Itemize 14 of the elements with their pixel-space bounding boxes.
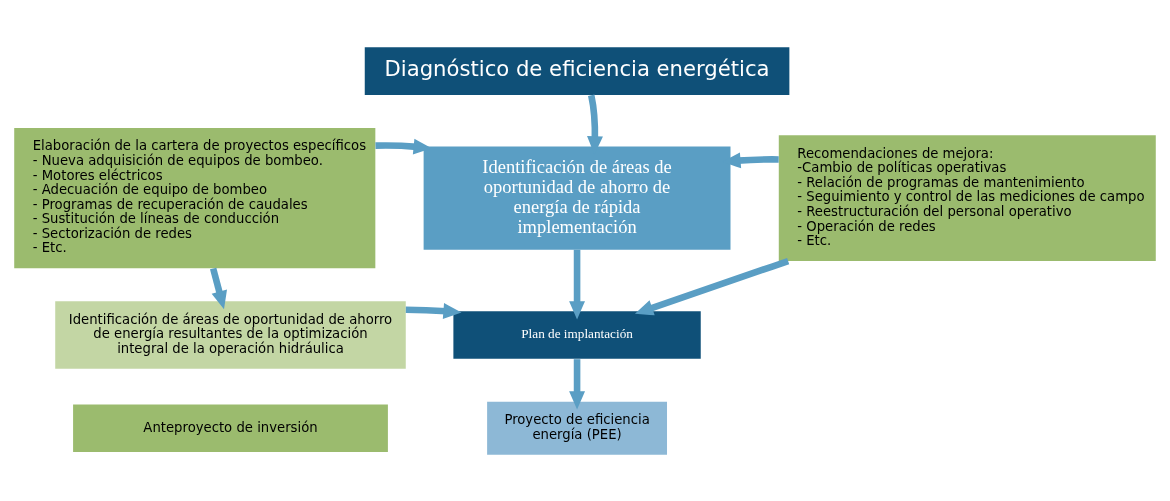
node-box: Identificación de áreas de oportunidad de ahorro de energía de rápida implementación xyxy=(423,146,731,250)
arrow xyxy=(405,302,462,319)
node-box: Elaboración de la cartera de proyectos específicos - Nueva adquisición de equipos de bombeo. - Motores eléctricos - Adecuación de equipo de bombeo - Programas de recuperación de caudales - Sustitución de líneas de conducción - Sectorización de redes - Etc. xyxy=(14,127,376,268)
node-box: Proyecto de eficiencia energía (PEE) xyxy=(487,401,667,455)
node-box: Anteproyecto de inversión xyxy=(73,403,388,452)
node-box: Identificación de áreas de oportunidad de ahorro de energía resultantes de la optimización integral de la operación hidráulica xyxy=(55,300,406,369)
node-box: Plan de implantación xyxy=(453,310,701,359)
node-box: Diagnóstico de eficiencia energética xyxy=(364,46,790,95)
arrow xyxy=(209,267,227,309)
arrow xyxy=(569,358,585,409)
arrow xyxy=(634,257,790,315)
arrow xyxy=(375,138,432,154)
arrow xyxy=(569,249,585,319)
node-box: Recomendaciones de mejora: -Cambio de políticas operativas - Relación de programas de mantenimiento - Seguimiento y control de las mediciones de campo - Reestructuración del personal operativo - Operación de redes - Etc. xyxy=(778,134,1156,261)
